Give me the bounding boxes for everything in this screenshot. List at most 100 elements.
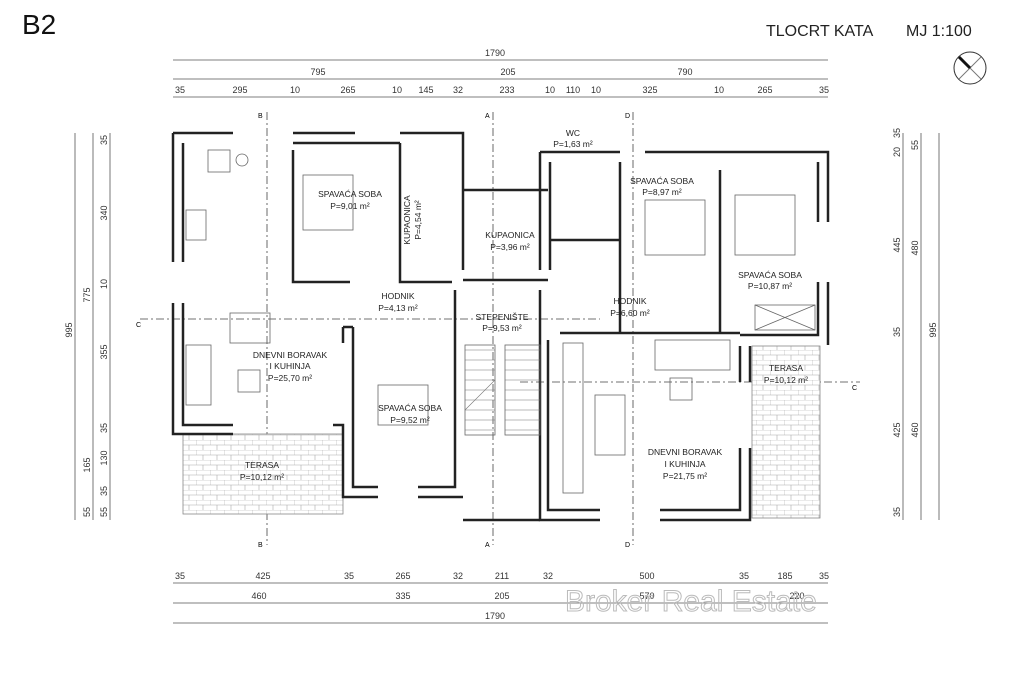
dim-label: 32 (453, 85, 463, 95)
watermark: Broker Real Estate (565, 585, 817, 618)
dim-label: 35 (739, 571, 749, 581)
section-marker-c: C (852, 385, 857, 392)
stair-treads (464, 344, 541, 436)
room-name: KUPAONICA (485, 230, 535, 240)
room-name: HODNIK (381, 291, 414, 301)
room-name: KUPAONICA (402, 195, 412, 245)
dim-label: 35 (892, 507, 902, 517)
dim-label: 35 (99, 486, 109, 496)
room-name: SPAVAĆA SOBA (378, 403, 442, 413)
section-marker-b: B (258, 542, 263, 549)
dim-label: 1790 (485, 611, 505, 621)
dim-label: 35 (892, 128, 902, 138)
room-area: P=3,96 m² (490, 242, 530, 252)
sheet-id: B2 (22, 9, 56, 40)
dim-label: 165 (82, 457, 92, 472)
section-marker-a: A (485, 542, 490, 549)
room-area: P=6,60 m² (610, 308, 650, 318)
dim-label: 265 (395, 571, 410, 581)
room-name: TERASA (769, 363, 803, 373)
dim-label: 220 (789, 591, 804, 601)
dim-label: 35 (175, 571, 185, 581)
room-area: P=10,12 m² (764, 375, 808, 385)
room-name: STEPENIŠTE (476, 312, 529, 322)
dim-label: 500 (639, 571, 654, 581)
dim-label: 35 (99, 135, 109, 145)
room-area: P=1,63 m² (553, 139, 593, 149)
dim-label: 10 (714, 85, 724, 95)
section-marker-a: A (485, 113, 490, 120)
room-name: I KUHINJA (664, 459, 705, 469)
dim-label: 55 (82, 507, 92, 517)
furniture (185, 149, 816, 494)
dim-label: 570 (639, 591, 654, 601)
dim-label: 35 (99, 423, 109, 433)
walls (171, 131, 830, 522)
north-arrow-icon (953, 51, 987, 85)
dim-label: 35 (819, 85, 829, 95)
dim-label: 32 (453, 571, 463, 581)
dim-label: 35 (819, 571, 829, 581)
dim-label: 460 (251, 591, 266, 601)
dim-label: 205 (500, 67, 515, 77)
dim-label: 55 (910, 140, 920, 150)
dim-label: 480 (910, 240, 920, 255)
dim-label: 775 (82, 287, 92, 302)
room-name: SPAVAĆA SOBA (738, 270, 802, 280)
dim-label: 233 (499, 85, 514, 95)
dim-label: 130 (99, 450, 109, 465)
room-name: DNEVNI BORAVAK (253, 350, 328, 360)
top-dimensions: 1790 795 205 790 35 295 10 265 10 145 32… (173, 48, 829, 98)
dim-label: 995 (928, 322, 938, 337)
dim-label: 35 (175, 85, 185, 95)
room-name: P=4,54 m² (413, 200, 423, 240)
dim-label: 20 (892, 147, 902, 157)
room-area: P=10,87 m² (748, 281, 792, 291)
left-dimensions: 995 775 165 55 35 340 10 355 35 130 35 5… (64, 133, 111, 520)
dim-label: 325 (642, 85, 657, 95)
room-name: DNEVNI BORAVAK (648, 447, 723, 457)
dim-label: 445 (892, 237, 902, 252)
dim-label: 55 (99, 507, 109, 517)
dim-label: 211 (495, 571, 509, 581)
drawing-scale: MJ 1:100 (906, 23, 972, 40)
dim-label: 10 (545, 85, 555, 95)
room-name: SPAVAĆA SOBA (630, 176, 694, 186)
dim-label: 295 (232, 85, 247, 95)
section-marker-d: D (625, 113, 630, 120)
dim-label: 335 (395, 591, 410, 601)
dim-label: 32 (543, 571, 553, 581)
dim-label: 795 (310, 67, 325, 77)
dim-label: 425 (892, 422, 902, 437)
section-marker-d: D (625, 542, 630, 549)
room-name: I KUHINJA (269, 361, 310, 371)
room-name: HODNIK (613, 296, 646, 306)
room-area: P=4,13 m² (378, 303, 418, 313)
drawing-title: TLOCRT KATA (766, 23, 874, 40)
dim-label: 185 (777, 571, 792, 581)
dim-label: 10 (99, 279, 109, 289)
section-marker-c: C (136, 322, 141, 329)
bottom-dimensions: 35 425 35 265 32 211 32 500 35 185 35 46… (173, 571, 829, 624)
dim-label: 265 (757, 85, 772, 95)
dim-label: 35 (344, 571, 354, 581)
dim-label: 790 (677, 67, 692, 77)
room-area: P=10,12 m² (240, 472, 284, 482)
room-name: SPAVAĆA SOBA (318, 189, 382, 199)
terrace-right (751, 345, 821, 519)
dim-label: 10 (591, 85, 601, 95)
right-dimensions: 35 20 445 35 425 35 55 480 460 995 (892, 128, 940, 520)
dim-label: 265 (340, 85, 355, 95)
room-area: P=9,01 m² (330, 201, 370, 211)
dim-label: 425 (255, 571, 270, 581)
room-area: P=9,52 m² (390, 415, 430, 425)
dim-label: 10 (392, 85, 402, 95)
room-name: WC (566, 128, 580, 138)
room-labels: SPAVAĆA SOBA P=9,01 m² KUPAONICA P=4,54 … (240, 128, 808, 482)
room-area: P=21,75 m² (663, 471, 707, 481)
dim-label: 1790 (485, 48, 505, 58)
room-area: P=9,53 m² (482, 323, 522, 333)
dim-label: 355 (99, 344, 109, 359)
dim-label: 340 (99, 205, 109, 220)
